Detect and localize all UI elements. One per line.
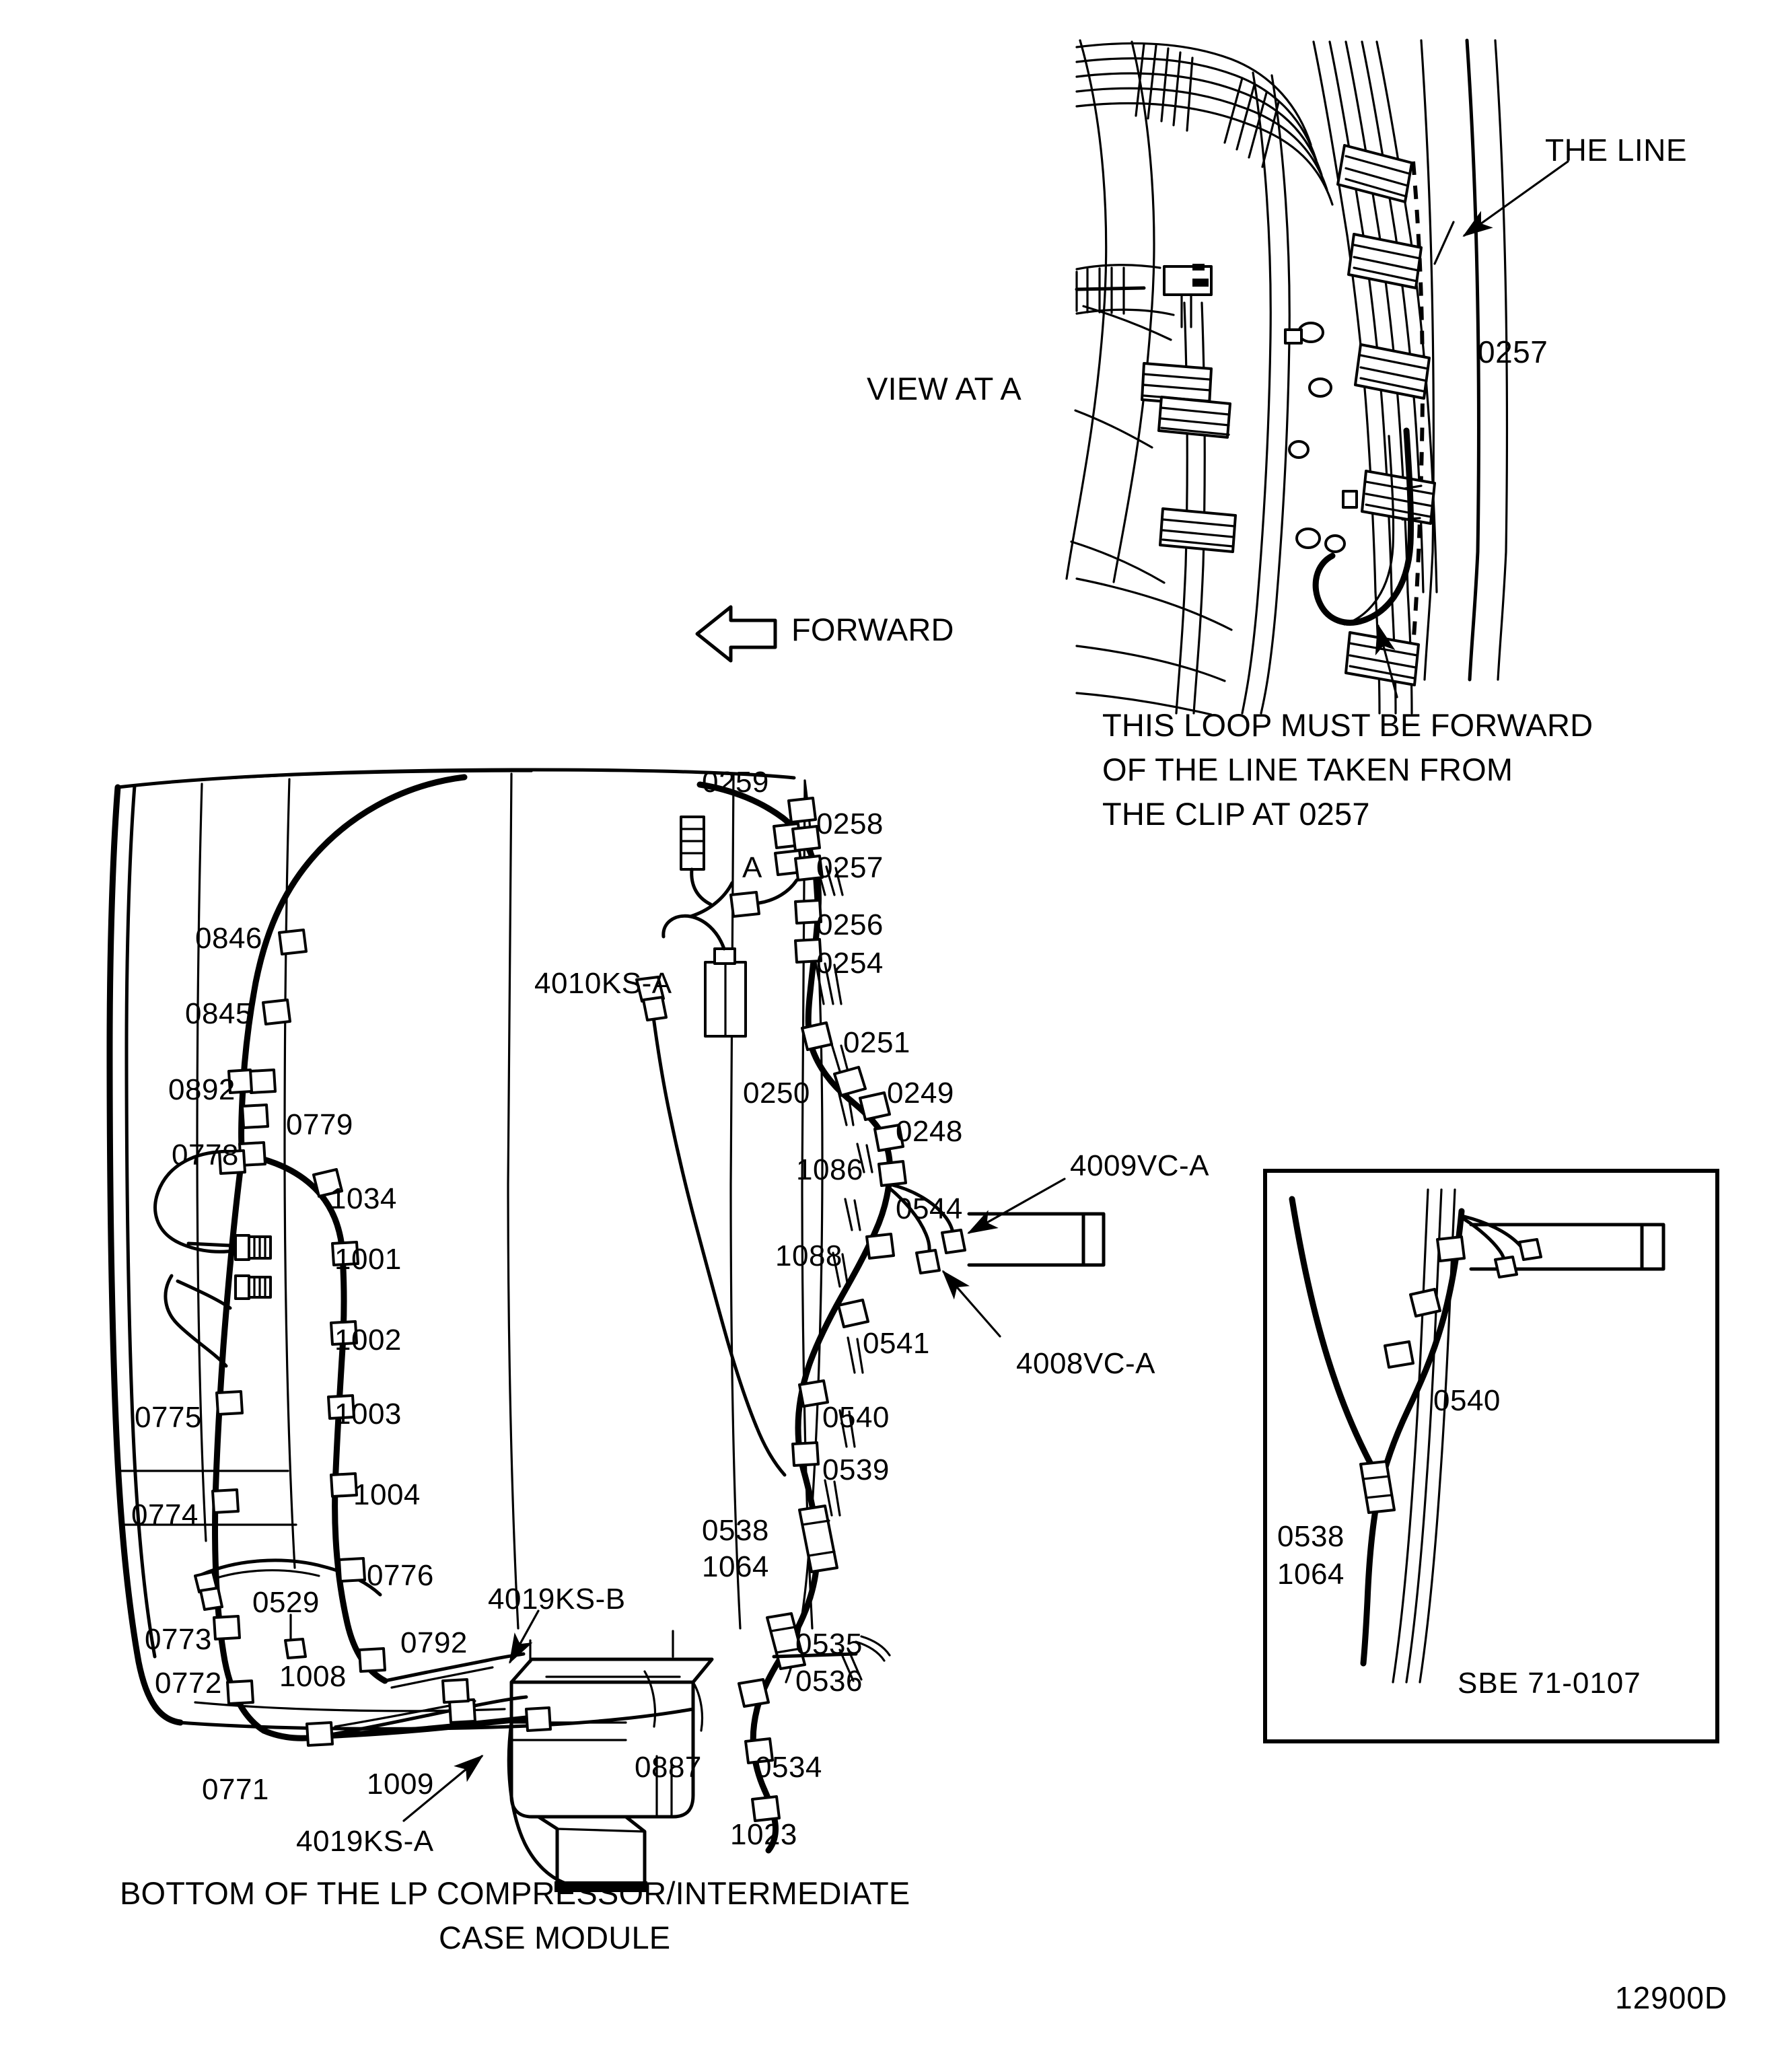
callout-0792: 0792 [400,1626,468,1659]
detail-view-illustration [1065,38,1569,716]
callout-0538: 0538 [702,1514,769,1547]
callout-0544: 0544 [896,1192,963,1225]
detail-clip-0257-label: 0257 [1478,334,1548,369]
inset-label-0538: 0538 [1277,1520,1345,1553]
callout-0845: 0845 [185,997,252,1030]
the-line-label: THE LINE [1545,133,1688,168]
gearbox-module [507,1630,714,1892]
callout-4019KS-B: 4019KS-B [488,1583,626,1616]
callout-0771: 0771 [202,1773,269,1806]
inset-label-1064: 1064 [1277,1558,1345,1591]
callout-1004: 1004 [353,1478,421,1511]
callout-1086: 1086 [796,1153,863,1186]
inset-title: SBE 71-0107 [1458,1667,1641,1700]
callout-1002: 1002 [334,1324,402,1357]
callout-0774: 0774 [131,1498,199,1531]
callout-1064: 1064 [702,1550,769,1583]
callout-1088: 1088 [775,1239,843,1272]
note-line-3: THE CLIP AT 0257 [1102,796,1370,832]
figure-number: 12900D [1615,1980,1728,2015]
callout-0779: 0779 [286,1108,353,1141]
figure-caption-line1: BOTTOM OF THE LP COMPRESSOR/INTERMEDIATE [120,1875,910,1911]
callout-0248: 0248 [896,1115,963,1148]
callout-0778: 0778 [172,1138,239,1171]
callout-0892: 0892 [168,1073,236,1106]
forward-label: FORWARD [791,612,954,647]
callout-0250: 0250 [743,1077,810,1110]
callout-0887: 0887 [635,1751,702,1784]
callout-0259: 0259 [702,766,769,799]
callout-A-letter: A [742,851,762,884]
callout-4019KS-A: 4019KS-A [296,1825,434,1858]
callout-0846: 0846 [195,922,262,955]
view-at-a-label: VIEW AT A [867,371,1022,406]
callout-0258: 0258 [816,807,884,840]
callout-1003: 1003 [334,1398,402,1431]
callout-0257: 0257 [816,851,884,884]
callout-4008VC-A: 4008VC-A [1016,1347,1156,1380]
callout-0251: 0251 [843,1026,910,1059]
callout-4010KS-A: 4010KS-A [534,967,672,1000]
callout-0775: 0775 [135,1401,202,1434]
callout-0776: 0776 [367,1559,434,1592]
callout-0254: 0254 [816,947,884,980]
callout-1001: 1001 [334,1243,402,1276]
callout-0539: 0539 [822,1453,890,1486]
callout-1009: 1009 [367,1768,434,1801]
callout-1008: 1008 [279,1660,347,1693]
note-line-1: THIS LOOP MUST BE FORWARD [1102,707,1593,743]
figure-caption-line2: CASE MODULE [439,1920,671,1955]
callout-0541: 0541 [863,1327,930,1360]
callout-0773: 0773 [145,1623,212,1656]
harness-clips [211,797,907,1822]
callout-0540r: 0540 [822,1401,890,1434]
callout-0772: 0772 [155,1667,222,1700]
callout-0536: 0536 [795,1665,863,1698]
callout-0529: 0529 [252,1586,320,1619]
inset-detail-box [1263,1169,1719,1743]
note-line-2: OF THE LINE TAKEN FROM [1102,752,1513,787]
callout-0249: 0249 [887,1077,954,1110]
callout-4009VC-A: 4009VC-A [1070,1149,1210,1182]
callout-1023: 1023 [730,1818,797,1851]
callout-1034: 1034 [330,1182,397,1215]
forward-arrow-icon [695,605,777,663]
callout-0534: 0534 [755,1751,822,1784]
callout-0535: 0535 [795,1628,863,1661]
inset-label-0540: 0540 [1433,1384,1501,1417]
callout-0256: 0256 [816,908,884,941]
